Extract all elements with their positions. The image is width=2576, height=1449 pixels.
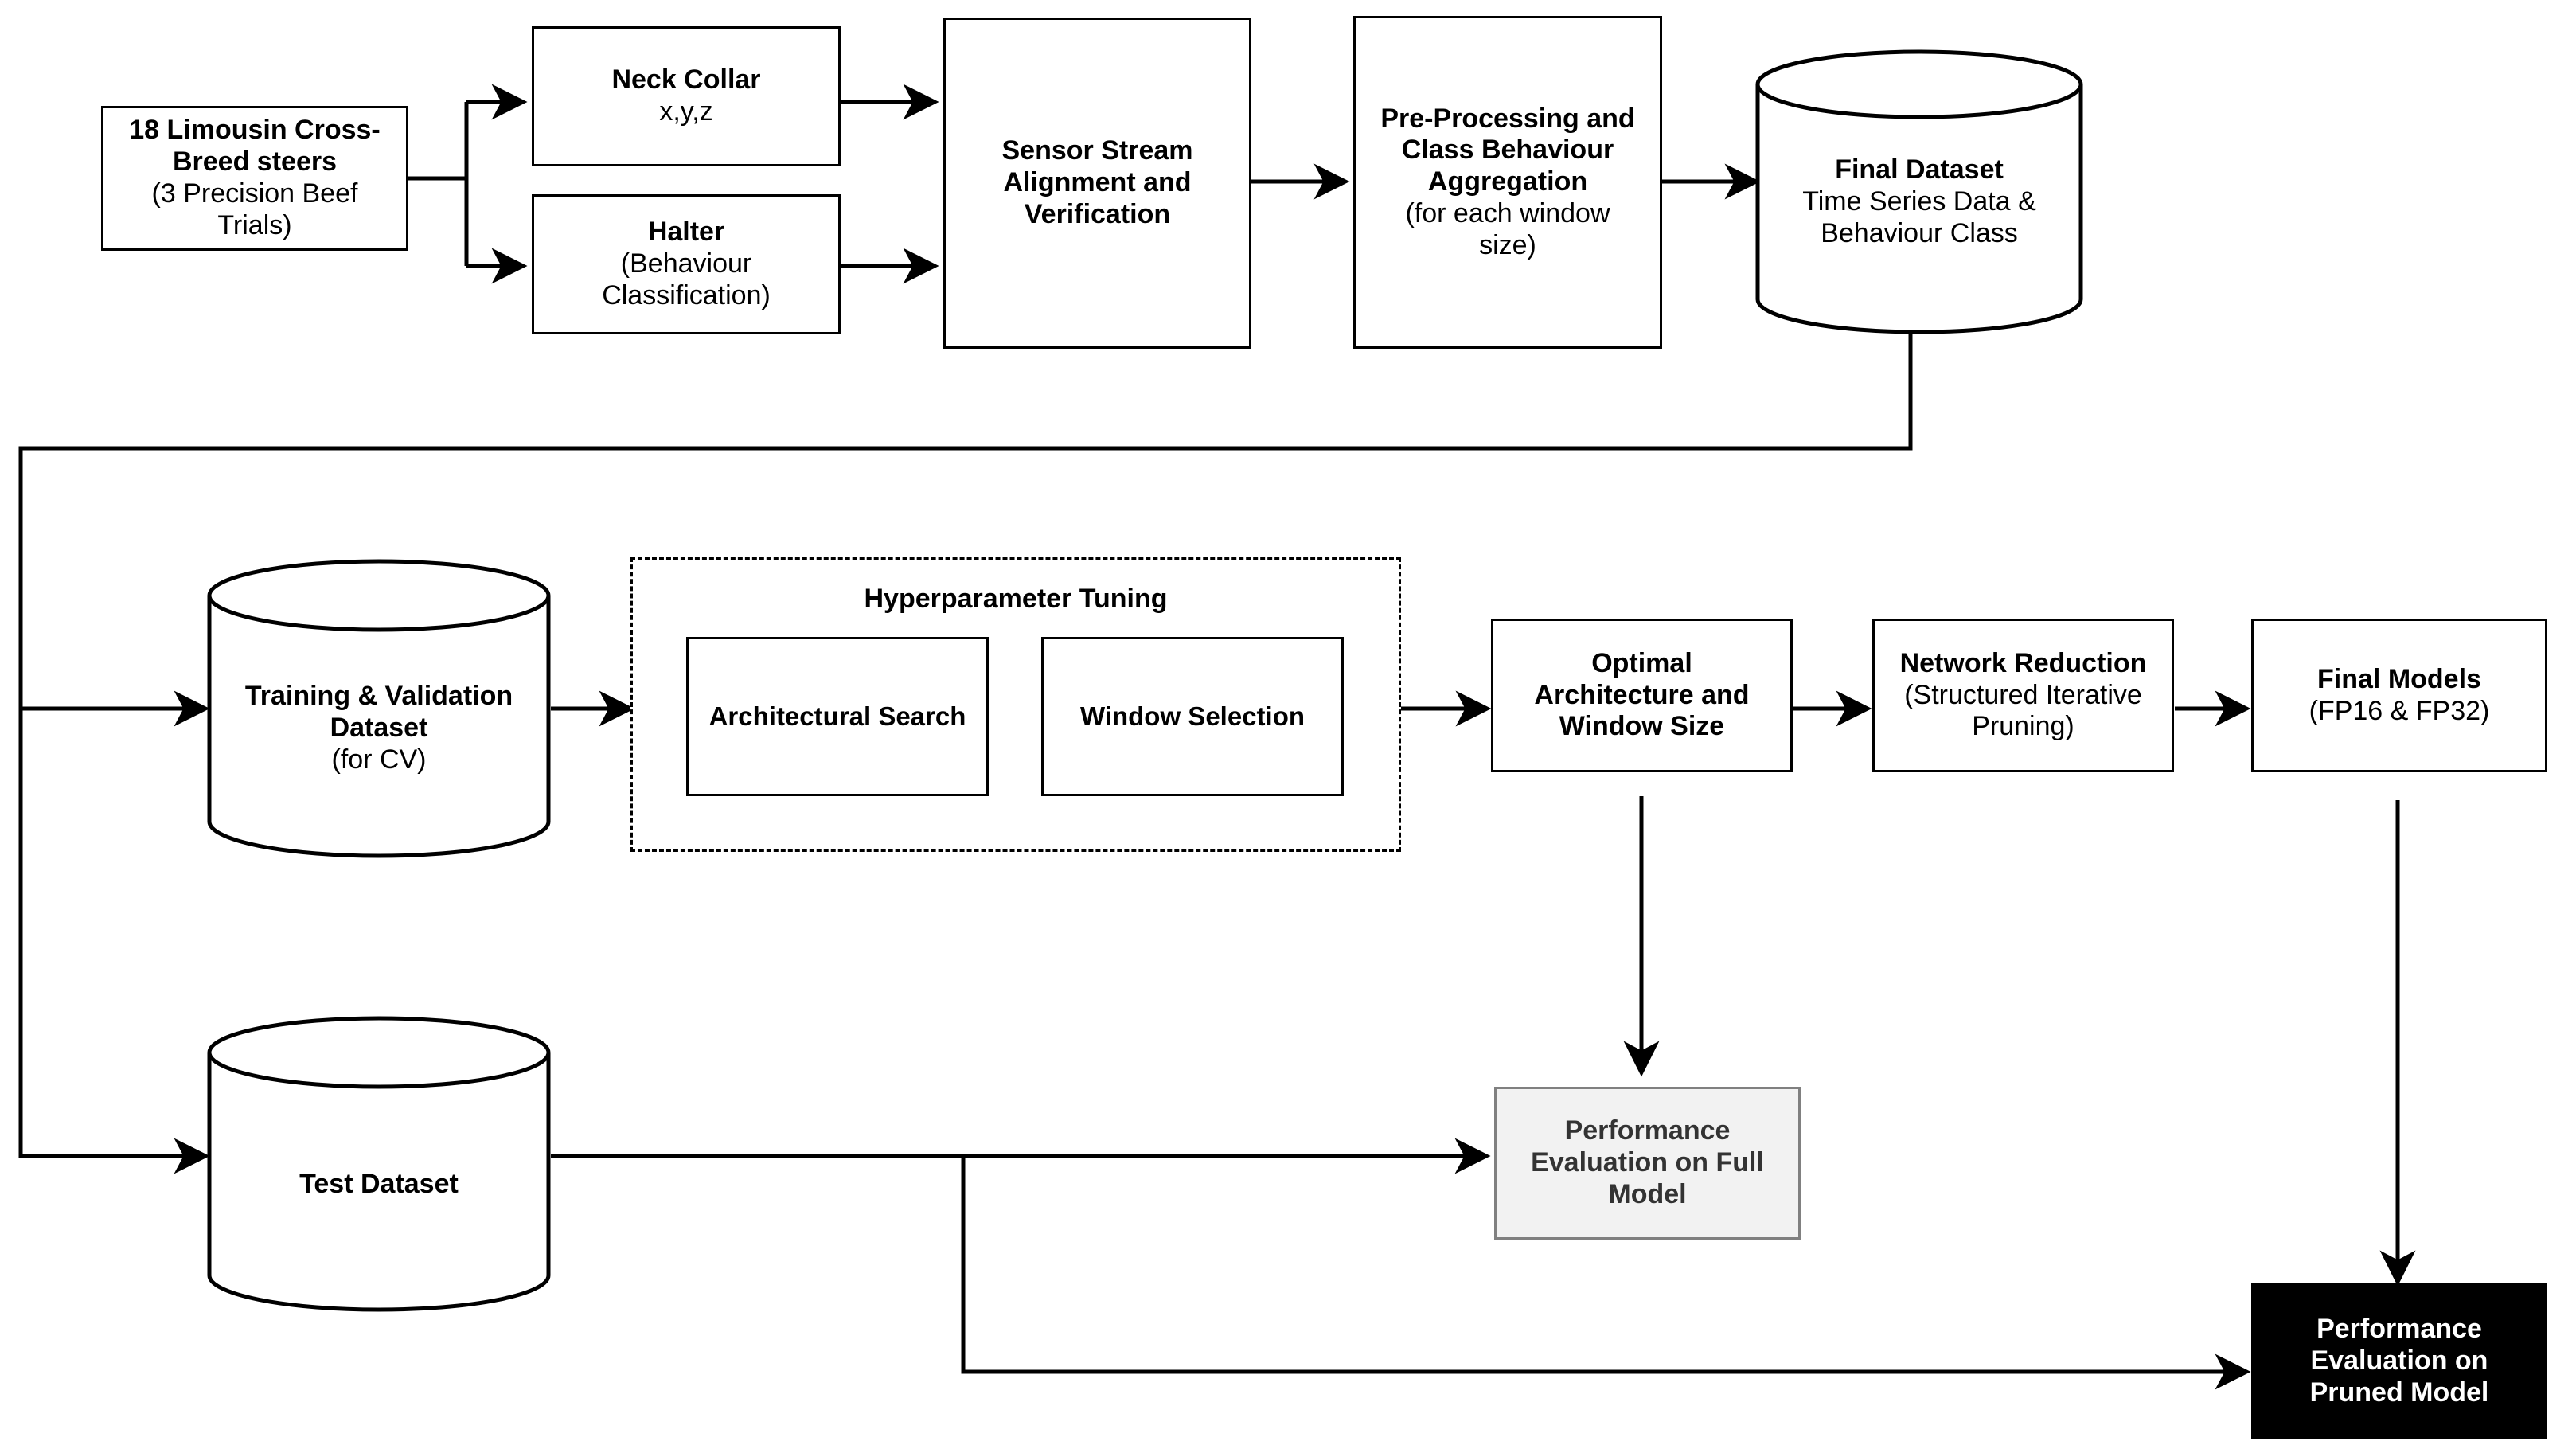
edge-trunk-test <box>18 448 210 1174</box>
node-architectural-search: Architectural Search <box>686 637 989 796</box>
sensor-stream-line1: Sensor Stream <box>1001 135 1193 166</box>
steers-line2: Breed steers <box>172 146 337 178</box>
node-steers: 18 Limousin Cross- Breed steers (3 Preci… <box>101 106 408 251</box>
steers-line4: Trials) <box>217 209 292 240</box>
node-training-validation: Training & Validation Dataset (for CV) <box>207 559 551 858</box>
preprocessing-line3: Aggregation <box>1427 166 1588 197</box>
sensor-stream-line3: Verification <box>1024 198 1171 229</box>
network-reduction-line1: Network Reduction <box>1899 647 2147 678</box>
node-window-selection: Window Selection <box>1041 637 1344 796</box>
eval-pruned-line3: Pruned Model <box>2309 1377 2489 1408</box>
node-eval-full-model: Performance Evaluation on Full Model <box>1494 1087 1801 1240</box>
halter-line2: (Behaviour <box>620 248 752 279</box>
node-network-reduction: Network Reduction (Structured Iterative … <box>1872 619 2174 772</box>
steers-line3: (3 Precision Beef <box>151 178 358 209</box>
node-halter: Halter (Behaviour Classification) <box>532 194 841 334</box>
final-dataset-line2: Time Series Data & <box>1802 186 2036 217</box>
sensor-stream-line2: Alignment and <box>1003 167 1192 198</box>
training-validation-line2: Dataset <box>330 712 428 743</box>
final-dataset-line1: Final Dataset <box>1835 154 2004 185</box>
window-selection-label: Window Selection <box>1079 701 1306 731</box>
final-dataset-cylinder-shape <box>1755 49 2083 334</box>
optimal-architecture-line2: Architecture and <box>1534 679 1750 710</box>
preprocessing-line1: Pre-Processing and <box>1380 103 1635 134</box>
steers-line1: 18 Limousin Cross- <box>129 115 381 146</box>
hyperparameter-tuning-title: Hyperparameter Tuning <box>864 584 1168 614</box>
node-final-dataset: Final Dataset Time Series Data & Behavio… <box>1755 49 2083 334</box>
node-neck-collar: Neck Collar x,y,z <box>532 26 841 166</box>
halter-line1: Halter <box>647 217 725 248</box>
eval-full-line2: Evaluation on Full <box>1531 1147 1764 1178</box>
training-validation-line1: Training & Validation <box>244 681 513 711</box>
training-validation-line3: (for CV) <box>331 744 427 775</box>
network-reduction-line3: Pruning) <box>1972 711 2074 742</box>
preprocessing-line2: Class Behaviour <box>1401 135 1614 166</box>
training-validation-cylinder-shape <box>207 559 551 858</box>
neck-collar-line1: Neck Collar <box>611 64 761 96</box>
edge-testdataset-evalpruned <box>961 1156 2251 1390</box>
neck-collar-line2: x,y,z <box>659 96 713 127</box>
preprocessing-line4: (for each window <box>1405 197 1610 228</box>
node-eval-pruned-model: Performance Evaluation on Pruned Model <box>2251 1283 2547 1439</box>
node-optimal-architecture: Optimal Architecture and Window Size <box>1491 619 1793 772</box>
node-sensor-stream: Sensor Stream Alignment and Verification <box>943 18 1251 349</box>
node-final-models: Final Models (FP16 & FP32) <box>2251 619 2547 772</box>
halter-line3: Classification) <box>602 279 771 310</box>
network-reduction-line2: (Structured Iterative <box>1904 679 2142 710</box>
eval-pruned-line2: Evaluation on <box>2310 1346 2488 1377</box>
eval-full-line1: Performance <box>1564 1115 1731 1146</box>
architectural-search-label: Architectural Search <box>708 701 966 731</box>
node-preprocessing: Pre-Processing and Class Behaviour Aggre… <box>1353 16 1662 349</box>
final-dataset-line3: Behaviour Class <box>1821 217 2018 248</box>
final-models-line2: (FP16 & FP32) <box>2309 695 2490 726</box>
optimal-architecture-line1: Optimal <box>1591 647 1692 678</box>
node-test-dataset: Test Dataset <box>207 1016 551 1312</box>
final-models-line1: Final Models <box>2317 663 2481 694</box>
test-dataset-line1: Test Dataset <box>299 1169 459 1199</box>
preprocessing-line5: size) <box>1479 229 1536 260</box>
test-dataset-cylinder-shape <box>207 1016 551 1312</box>
optimal-architecture-line3: Window Size <box>1559 711 1725 742</box>
eval-full-line3: Model <box>1608 1178 1687 1209</box>
eval-pruned-line1: Performance <box>2316 1314 2482 1345</box>
